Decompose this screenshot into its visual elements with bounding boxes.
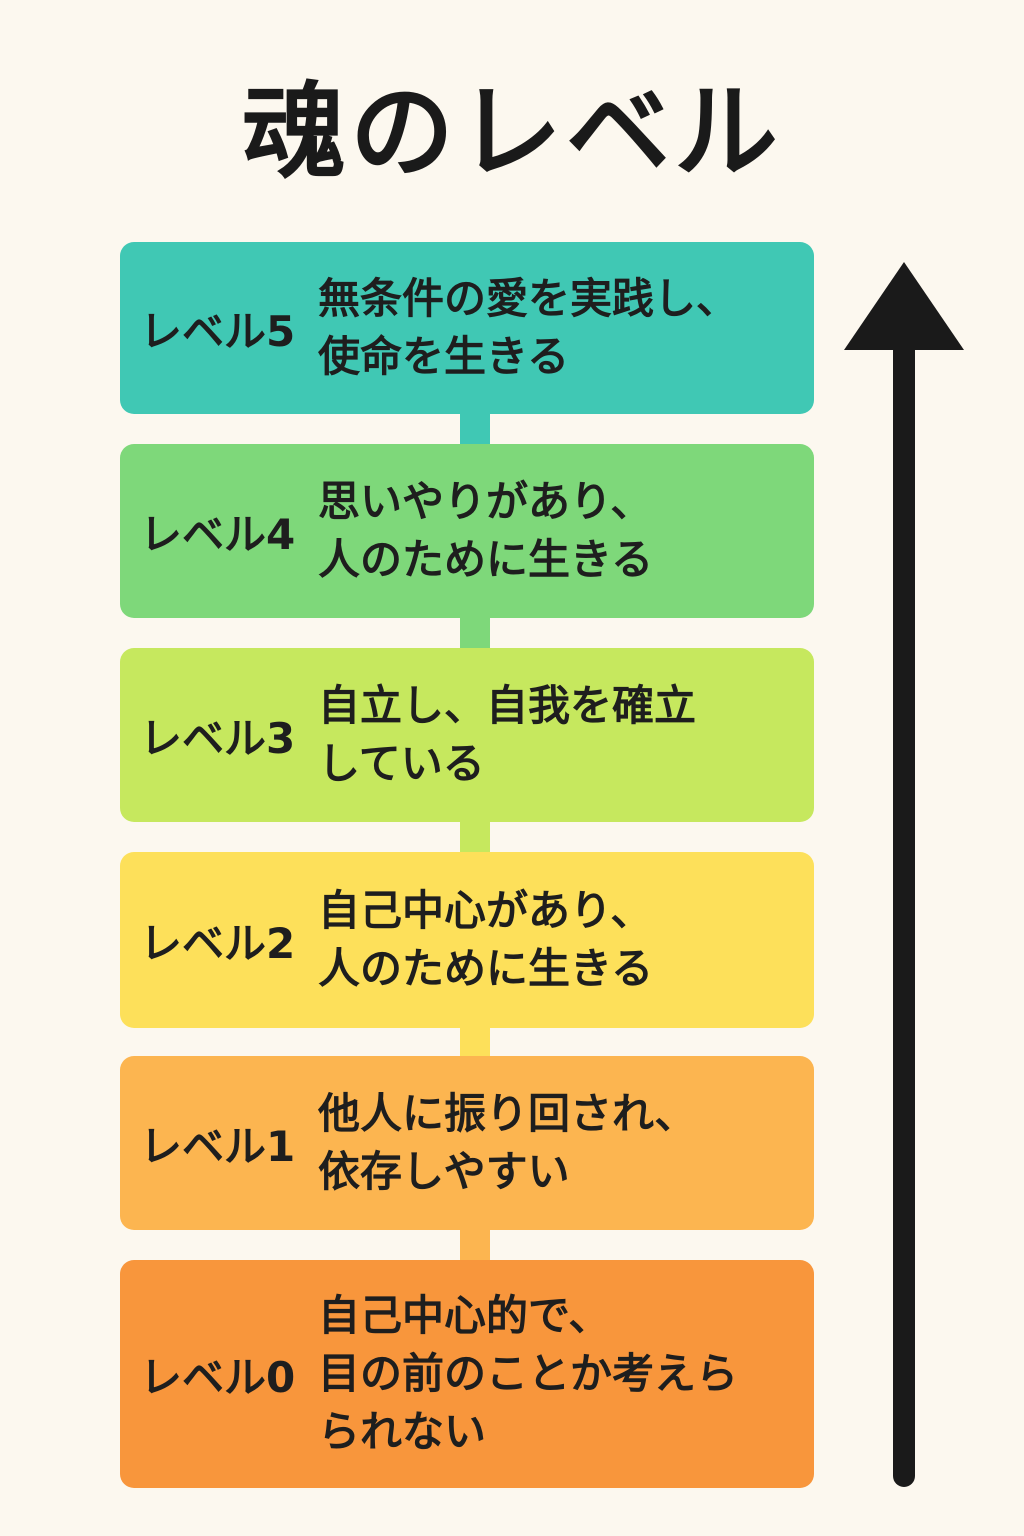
level-label: レベル5 xyxy=(140,306,296,356)
level-label: レベル2 xyxy=(140,918,296,968)
up-arrow-icon xyxy=(844,262,964,1487)
level-description: 自己中心的で、 目の前のことか考えら られない xyxy=(318,1260,738,1488)
level-box-2: レベル2 自己中心があり、 人のために生きる xyxy=(120,852,814,1028)
level-description-line: 無条件の愛を実践し、 xyxy=(318,274,739,323)
page-title: 魂のレベル xyxy=(241,71,782,193)
level-label: レベル4 xyxy=(140,509,296,559)
level-description-line: 自己中心的で、 xyxy=(318,1291,611,1340)
level-description-line: 使命を生きる xyxy=(318,332,570,381)
level-description-line: 自己中心があり、 xyxy=(318,886,653,935)
level-description: 無条件の愛を実践し、 使命を生きる xyxy=(318,242,738,414)
connector-5-4 xyxy=(460,412,490,446)
arrow-head xyxy=(844,262,964,350)
level-description: 他人に振り回され、 依存しやすい xyxy=(318,1056,696,1230)
level-description-line: 思いやりがあり、 xyxy=(318,477,653,526)
level-description-line: 自立し、自我を確立 xyxy=(318,681,697,730)
level-description-line: 人のために生きる xyxy=(318,535,654,584)
level-description-line: られない xyxy=(318,1407,487,1456)
level-description-line: 他人に振り回され、 xyxy=(318,1089,697,1138)
level-description-line: 依存しやすい xyxy=(318,1147,570,1196)
connector-1-0 xyxy=(460,1228,490,1262)
connector-2-1 xyxy=(460,1026,490,1058)
level-box-3: レベル3 自立し、自我を確立 している xyxy=(120,648,814,822)
level-box-0: レベル0 自己中心的で、 目の前のことか考えら られない xyxy=(120,1260,814,1488)
level-description-line: している xyxy=(318,739,485,788)
level-description-line: 人のために生きる xyxy=(318,944,654,993)
level-box-5: レベル5 無条件の愛を実践し、 使命を生きる xyxy=(120,242,814,414)
connector-4-3 xyxy=(460,616,490,650)
connector-3-2 xyxy=(460,820,490,854)
level-description: 自立し、自我を確立 している xyxy=(318,648,696,822)
level-label: レベル3 xyxy=(140,713,296,763)
level-box-4: レベル4 思いやりがあり、 人のために生きる xyxy=(120,444,814,618)
level-box-1: レベル1 他人に振り回され、 依存しやすい xyxy=(120,1056,814,1230)
level-description-line: 目の前のことか考えら xyxy=(318,1349,739,1398)
level-description: 自己中心があり、 人のために生きる xyxy=(318,852,653,1028)
level-description: 思いやりがあり、 人のために生きる xyxy=(318,444,653,618)
level-label: レベル1 xyxy=(140,1121,296,1171)
level-label: レベル0 xyxy=(140,1352,296,1402)
